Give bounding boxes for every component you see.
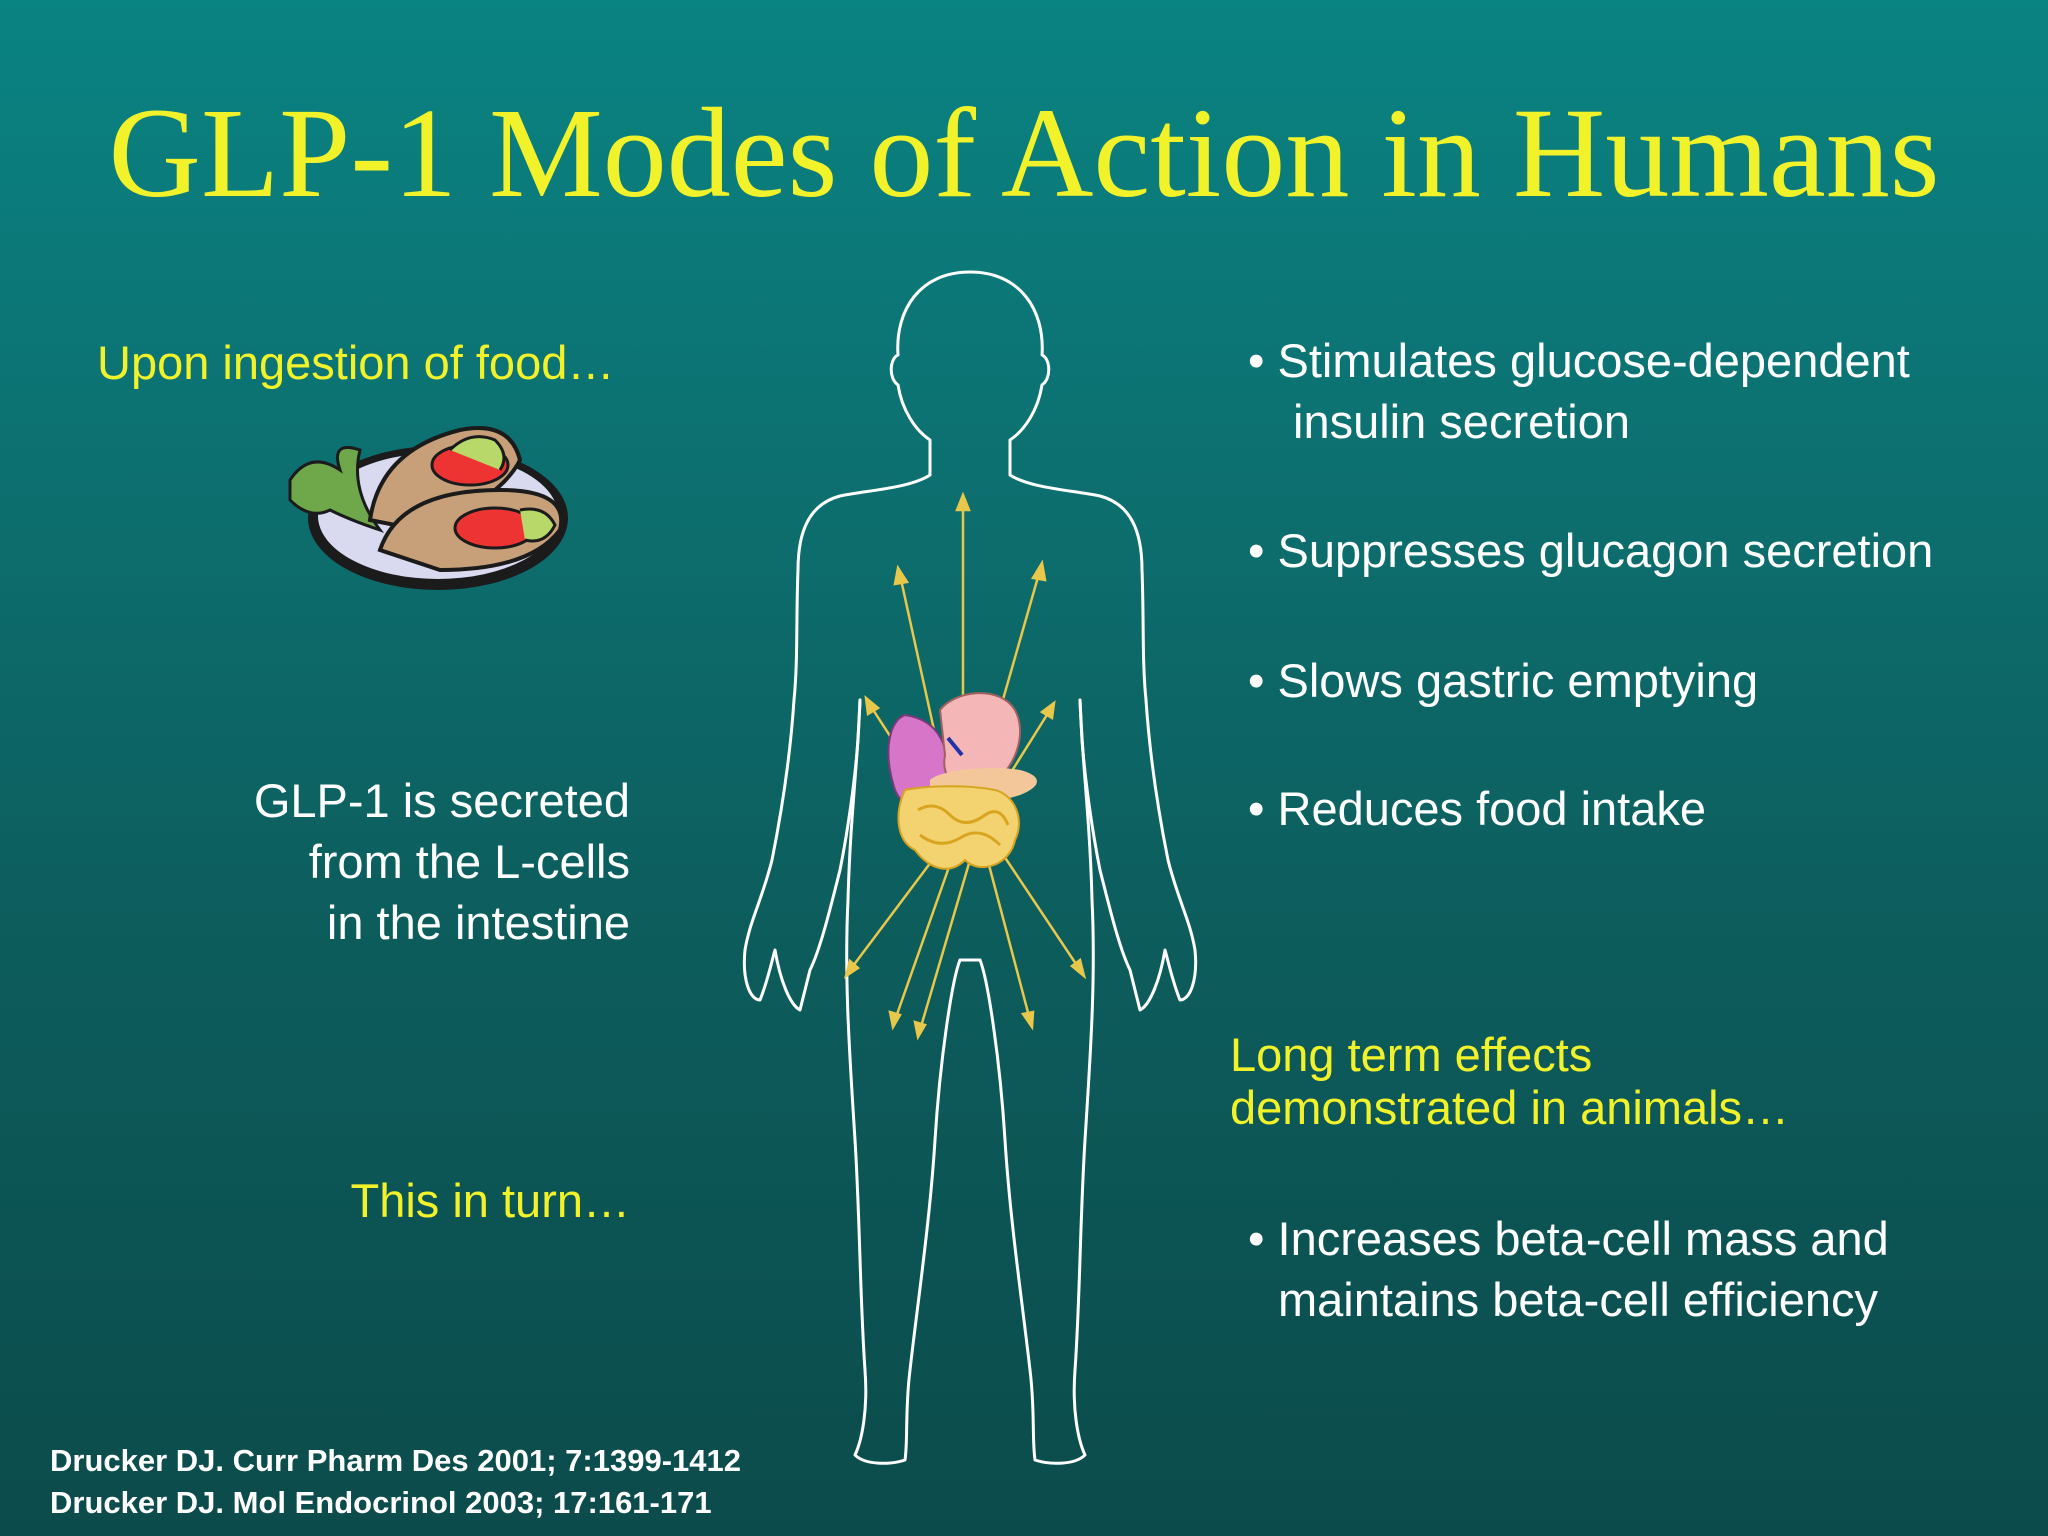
bullet-food-intake: • Reduces food intake [1248, 782, 1707, 835]
secreted-line-2: from the L-cells [308, 835, 630, 888]
reference-2: Drucker DJ. Mol Endocrinol 2003; 17:161-… [50, 1485, 712, 1520]
bullet-insulin: • Stimulates glucose-dependent insulin s… [1248, 330, 1910, 452]
bullet-gastric: • Slows gastric emptying [1248, 654, 1759, 707]
long-term-heading: Long term effects demonstrated in animal… [1230, 1028, 1789, 1134]
secreted-text: GLP-1 is secreted from the L-cells in th… [150, 770, 630, 953]
slide-title: GLP-1 Modes of Action in Humans [108, 82, 1940, 224]
long-term-line-2: demonstrated in animals… [1230, 1081, 1790, 1134]
bullet-insulin-line-1: • Stimulates glucose-dependent [1248, 334, 1910, 387]
bullet-glucagon: • Suppresses glucagon secretion [1248, 524, 1934, 577]
references: Drucker DJ. Curr Pharm Des 2001; 7:1399-… [50, 1440, 741, 1524]
secreted-line-1: GLP-1 is secreted [253, 774, 630, 827]
long-term-line-1: Long term effects [1230, 1028, 1593, 1081]
reference-1: Drucker DJ. Curr Pharm Des 2001; 7:1399-… [50, 1443, 741, 1478]
bullet-insulin-line-2: insulin secretion [1293, 395, 1631, 448]
stomach-liver-intestine-icon [887, 692, 1037, 870]
bullet-beta-cell-line-1: • Increases beta-cell mass and [1248, 1212, 1889, 1265]
secreted-line-3: in the intestine [326, 896, 630, 949]
food-plate-icon [288, 426, 568, 590]
bullet-beta-cell: • Increases beta-cell mass and maintains… [1248, 1208, 1889, 1330]
bullet-beta-cell-line-2: maintains beta-cell efficiency [1278, 1273, 1878, 1326]
ingestion-text: Upon ingestion of food… [97, 336, 615, 389]
in-turn-text: This in turn… [350, 1174, 630, 1227]
human-body-outline [742, 270, 1198, 1465]
